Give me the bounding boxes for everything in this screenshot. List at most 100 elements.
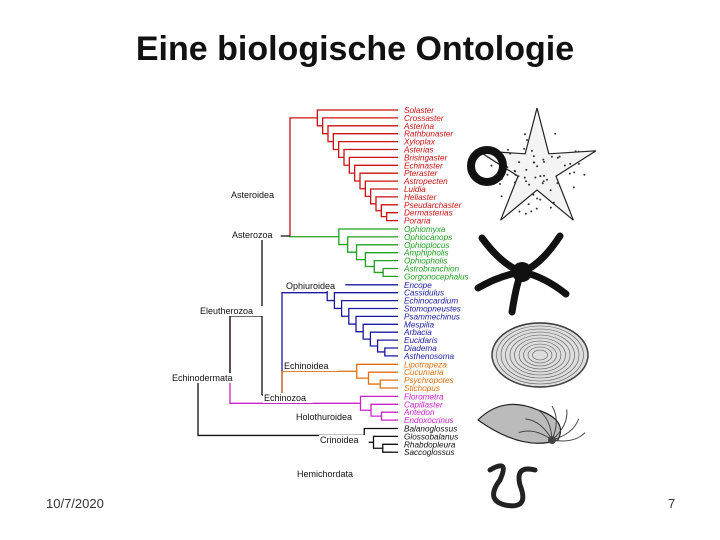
starfish-dot bbox=[573, 186, 575, 188]
starfish-dot bbox=[569, 163, 571, 165]
brittle-star-arm bbox=[482, 238, 522, 272]
node-label-echinozoa: Echinozoa bbox=[264, 393, 306, 403]
starfish-dot bbox=[539, 199, 541, 201]
node-label-echinodermata: Echinodermata bbox=[172, 373, 233, 383]
starfish-dot bbox=[525, 180, 527, 182]
tree-branch bbox=[370, 332, 398, 346]
starfish-dot bbox=[542, 182, 544, 184]
tree-branch bbox=[361, 396, 399, 410]
starfish-dot bbox=[554, 133, 556, 135]
starfish-dot bbox=[542, 159, 544, 161]
starfish-dot bbox=[499, 183, 501, 185]
starfish-dot bbox=[551, 156, 553, 158]
starfish-dot bbox=[543, 161, 545, 163]
tree-branch bbox=[369, 372, 399, 384]
brittle-star-arm bbox=[522, 236, 560, 272]
starfish-dot bbox=[575, 150, 577, 152]
starfish-dot bbox=[533, 161, 535, 163]
starfish-dot bbox=[517, 175, 519, 177]
node-label-echinoidea: Echinoidea bbox=[284, 361, 329, 371]
tree-branch bbox=[374, 436, 399, 448]
feather-star-illustration bbox=[548, 436, 556, 444]
brittle-star-arm bbox=[522, 272, 566, 294]
starfish-dot bbox=[536, 165, 538, 167]
starfish-dot bbox=[534, 177, 536, 179]
starfish-dot bbox=[556, 182, 558, 184]
starfish-dot bbox=[507, 149, 509, 151]
tree-branch bbox=[290, 118, 317, 236]
starfish-dot bbox=[514, 182, 516, 184]
starfish-dot bbox=[528, 203, 530, 205]
starfish-dot bbox=[578, 163, 580, 165]
starfish-dot bbox=[514, 170, 516, 172]
starfish-dot bbox=[564, 165, 566, 167]
node-label-crinoidea: Crinoidea bbox=[320, 435, 359, 445]
tree-branch bbox=[382, 412, 399, 420]
starfish-dot bbox=[531, 150, 533, 152]
starfish-dot bbox=[509, 153, 511, 155]
starfish-dot bbox=[578, 151, 580, 153]
starfish-dot bbox=[524, 177, 526, 179]
starfish-dot bbox=[515, 174, 517, 176]
tree-branch bbox=[357, 364, 398, 378]
starfish-dot bbox=[524, 133, 526, 135]
tree-branch bbox=[282, 293, 327, 395]
tree-branch bbox=[374, 261, 398, 273]
leaf-label-saccoglossus: Saccoglossus bbox=[404, 448, 455, 457]
starfish-dot bbox=[526, 139, 528, 141]
node-label-ophiuroidea: Ophiuroidea bbox=[286, 281, 335, 291]
starfish-dot bbox=[518, 161, 520, 163]
starfish-dot bbox=[569, 173, 571, 175]
starfish-dot bbox=[530, 210, 532, 212]
tree-branch bbox=[385, 348, 398, 356]
acorn-worm-illustration bbox=[490, 466, 535, 506]
tree-branch bbox=[380, 380, 398, 388]
starfish-dot bbox=[539, 175, 541, 177]
starfish-dot bbox=[523, 148, 525, 150]
starfish-dot bbox=[559, 156, 561, 158]
node-label-eleutherozoa: Eleutherozoa bbox=[200, 306, 253, 316]
illustrations bbox=[471, 108, 596, 506]
starfish-dot bbox=[550, 207, 552, 209]
tree-leaf-labels: SolasterCrossasterAsterinaRathbunasterXy… bbox=[403, 106, 469, 457]
starfish-dot bbox=[501, 195, 503, 197]
starfish-dot bbox=[506, 174, 508, 176]
slide-page-number: 7 bbox=[668, 496, 675, 511]
tree-branch bbox=[198, 378, 364, 435]
tree-branch bbox=[290, 236, 339, 237]
starfish-dot bbox=[543, 180, 545, 182]
starfish-dot bbox=[536, 197, 538, 199]
starfish-dot bbox=[543, 175, 545, 177]
tree-branch bbox=[383, 269, 398, 277]
starfish-dot bbox=[490, 165, 492, 167]
starfish-dot bbox=[525, 169, 527, 171]
sea-urchin-illustration bbox=[492, 323, 588, 387]
tree-branch bbox=[387, 213, 398, 221]
node-label-asterozoa: Asterozoa bbox=[232, 230, 273, 240]
starfish-dot bbox=[550, 189, 552, 191]
tree-branch bbox=[371, 404, 398, 416]
tree-branch bbox=[282, 371, 357, 395]
starfish-dot bbox=[553, 202, 555, 204]
starfish-dot bbox=[573, 171, 575, 173]
starfish-dot bbox=[532, 194, 534, 196]
starfish-dot bbox=[583, 174, 585, 176]
slide-date: 10/7/2020 bbox=[46, 496, 104, 511]
brittle-star-arm bbox=[512, 272, 522, 312]
tree-branch bbox=[378, 340, 398, 352]
starfish-dot bbox=[557, 157, 559, 159]
tree-branch bbox=[230, 316, 361, 403]
starfish-dot bbox=[546, 179, 548, 181]
starfish-dot bbox=[536, 208, 538, 210]
node-label-holothuroidea: Holothuroidea bbox=[296, 412, 352, 422]
node-label-hemichordata: Hemichordata bbox=[297, 469, 353, 479]
starfish-dot bbox=[533, 155, 535, 157]
tree-branch bbox=[383, 444, 398, 452]
node-label-asteroidea: Asteroidea bbox=[231, 190, 274, 200]
starfish-dot bbox=[528, 184, 530, 186]
tree-branch bbox=[381, 205, 398, 217]
tree-branch bbox=[376, 197, 398, 211]
tree-branch bbox=[198, 316, 230, 378]
starfish-dot bbox=[525, 213, 527, 215]
